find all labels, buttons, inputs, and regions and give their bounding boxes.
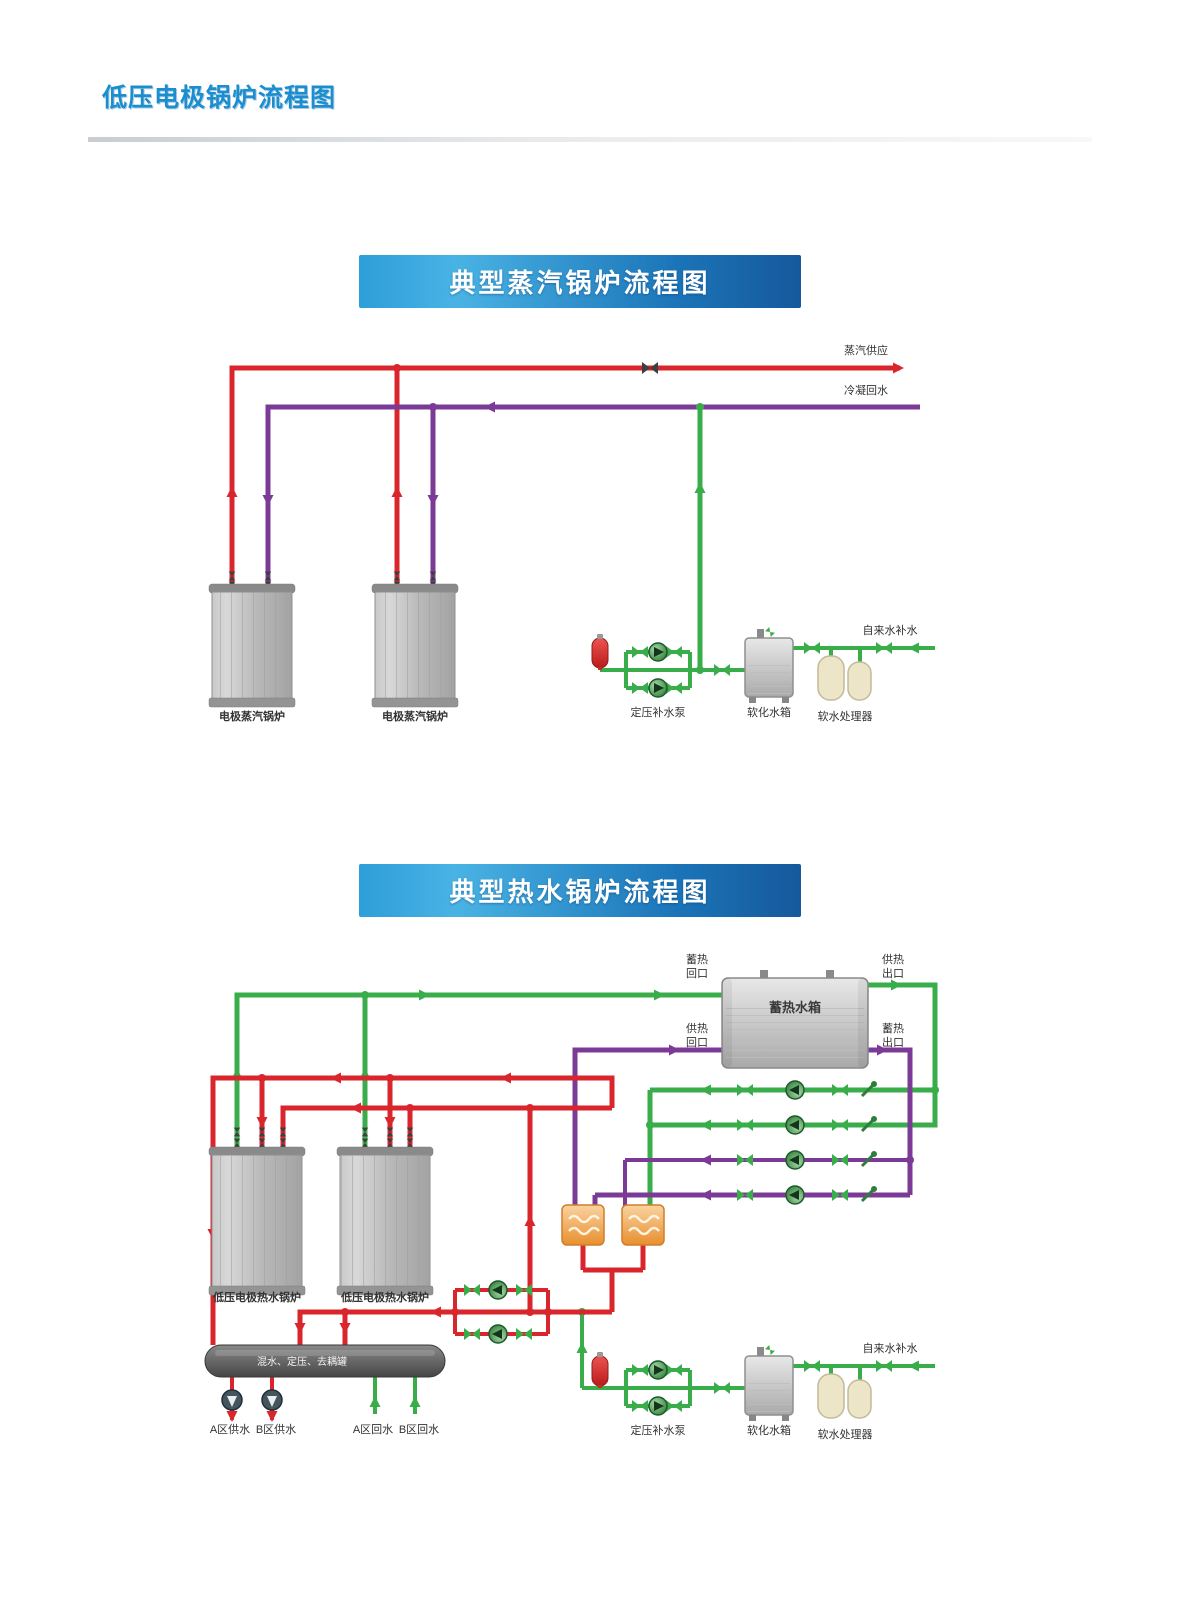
steam-valve-icon xyxy=(642,362,658,374)
steam-boiler-left xyxy=(208,583,296,708)
label-heating-return-2: 回口 xyxy=(686,1036,708,1049)
label-storage-outlet-1: 蓄热 xyxy=(882,1022,904,1035)
hotwater-diagram-banner: 典型热水锅炉流程图 xyxy=(359,864,801,917)
label-zone-a-return: A区回水 xyxy=(353,1423,393,1436)
label-storage-return-2: 回口 xyxy=(686,967,708,980)
label-tap-water: 自来水补水 xyxy=(863,624,918,637)
label-makeup-pump: 定压补水泵 xyxy=(631,705,686,719)
condensate-return-pipe xyxy=(262,401,920,592)
label-boiler-left: 低压电极热水锅炉 xyxy=(212,1290,301,1304)
label-heating-outlet-1: 供热 xyxy=(882,952,904,966)
decoupling-tank xyxy=(204,1344,446,1378)
circulation-pump-rows xyxy=(737,1079,879,1205)
label-storage-outlet-2: 出口 xyxy=(882,1035,904,1049)
hotwater-boiler-left xyxy=(208,1146,306,1296)
hotwater-diagram-banner-text: 典型热水锅炉流程图 xyxy=(449,877,711,907)
label-boiler-right: 电极蒸汽锅炉 xyxy=(382,709,448,723)
label-decoupling-tank: 混水、定压、去耦罐 xyxy=(257,1355,347,1368)
steam-diagram: 蒸汽供应 冷凝回水 电极蒸汽锅炉 电极蒸汽锅炉 定压补水泵 软化水箱 软水处理器… xyxy=(208,343,935,723)
label-storage-tank: 蓄热水箱 xyxy=(769,1000,821,1015)
heating-pipes-purple xyxy=(572,1044,914,1207)
hotwater-diagram: 蓄热水箱 蓄热 回口 供热 出口 供热 回口 蓄热 出口 低压电极热水锅炉 低压… xyxy=(204,952,939,1441)
makeup-water-station xyxy=(592,627,935,703)
steam-diagram-banner-text: 典型蒸汽锅炉流程图 xyxy=(449,268,711,298)
hotwater-boiler-right xyxy=(336,1146,434,1296)
label-heating-return-1: 供热 xyxy=(686,1021,708,1035)
title-divider xyxy=(88,137,1092,142)
label-water-softener: 软水处理器 xyxy=(818,1427,873,1441)
label-zone-b-supply: B区供水 xyxy=(256,1422,296,1436)
label-boiler-right: 低压电极热水锅炉 xyxy=(340,1290,429,1304)
makeup-riser-pipe xyxy=(694,403,706,674)
label-storage-return-1: 蓄热 xyxy=(686,953,708,966)
zone-pumps xyxy=(221,1389,283,1411)
steam-supply-pipe xyxy=(226,362,904,592)
label-softened-tank: 软化水箱 xyxy=(747,705,791,719)
label-tap-water: 自来水补水 xyxy=(863,1342,918,1355)
label-softened-tank: 软化水箱 xyxy=(747,1423,791,1437)
makeup-water-station xyxy=(592,1345,935,1421)
storage-tank xyxy=(721,970,869,1069)
label-zone-a-supply: A区供水 xyxy=(210,1422,250,1436)
label-boiler-left: 电极蒸汽锅炉 xyxy=(219,709,285,723)
label-water-softener: 软水处理器 xyxy=(818,709,873,723)
label-makeup-pump: 定压补水泵 xyxy=(631,1423,686,1437)
label-condensate-return: 冷凝回水 xyxy=(844,383,888,397)
page-title: 低压电极锅炉流程图 xyxy=(102,84,337,112)
label-heating-outlet-2: 出口 xyxy=(882,966,904,980)
steam-diagram-banner: 典型蒸汽锅炉流程图 xyxy=(359,255,801,308)
heat-exchanger-left xyxy=(560,1203,606,1247)
steam-boiler-right xyxy=(371,583,459,708)
label-steam-supply: 蒸汽供应 xyxy=(844,343,888,357)
heat-exchanger-right xyxy=(620,1203,666,1247)
label-zone-b-return: B区回水 xyxy=(399,1423,439,1436)
